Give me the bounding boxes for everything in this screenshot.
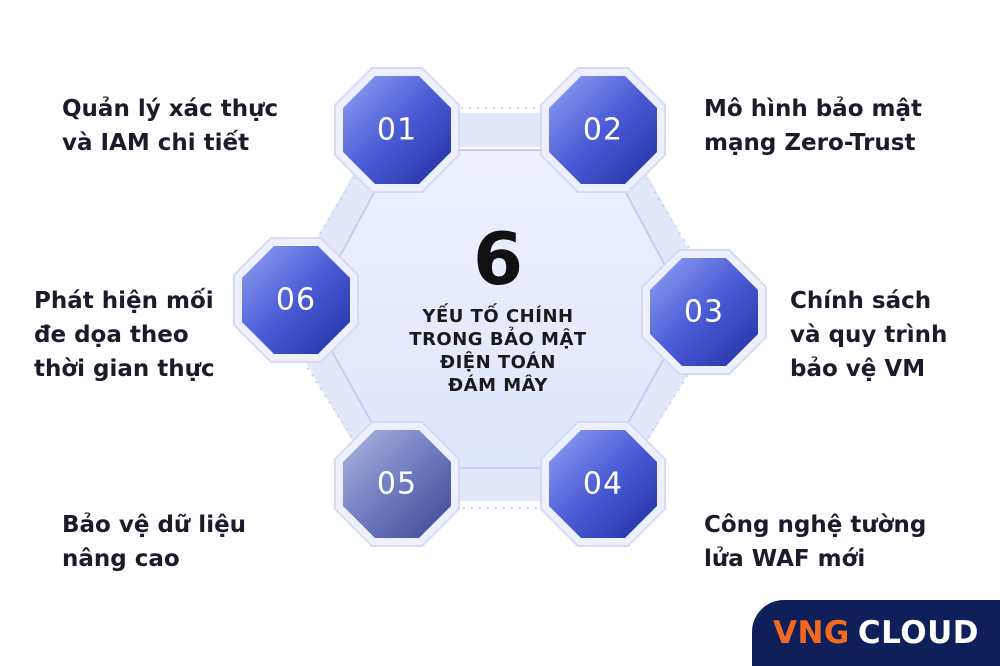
center-line-2: TRONG BẢO MẬT <box>409 327 587 350</box>
center-line-1: YẾU TỐ CHÍNH <box>421 303 573 327</box>
item-04-line-2: lửa WAF mới <box>704 546 866 572</box>
item-06-text: Phát hiện mối đe dọa theo thời gian thực <box>34 284 215 386</box>
item-06-line-3: thời gian thực <box>34 356 215 382</box>
center-line-4: ĐÁM MÂY <box>448 374 548 396</box>
node-04-number: 04 <box>583 467 623 502</box>
item-05-line-2: nâng cao <box>62 546 180 572</box>
item-03-line-2: và quy trình <box>790 322 948 348</box>
item-06-line-1: Phát hiện mối <box>34 288 214 314</box>
item-02-text: Mô hình bảo mật mạng Zero-Trust <box>704 92 922 160</box>
node-06-number: 06 <box>276 283 316 318</box>
item-05-line-1: Bảo vệ dữ liệu <box>62 512 247 538</box>
item-02-line-2: mạng Zero-Trust <box>704 130 916 156</box>
node-05: 05 <box>334 421 460 547</box>
item-04-text: Công nghệ tường lửa WAF mới <box>704 508 926 576</box>
vng-cloud-logo: VNG CLOUD <box>752 600 1000 666</box>
node-05-number: 05 <box>377 467 417 502</box>
item-03-text: Chính sách và quy trình bảo vệ VM <box>790 284 947 386</box>
item-01-text: Quản lý xác thực và IAM chi tiết <box>62 92 278 160</box>
item-01-line-2: và IAM chi tiết <box>62 130 250 156</box>
logo-part-1: VNG <box>772 615 850 651</box>
item-01-line-1: Quản lý xác thực <box>62 96 279 122</box>
item-02-line-1: Mô hình bảo mật <box>704 96 922 122</box>
node-03-number: 03 <box>684 295 724 330</box>
item-03-line-3: bảo vệ VM <box>790 356 926 382</box>
node-01: 01 <box>334 67 460 193</box>
node-01-number: 01 <box>377 113 417 148</box>
node-03: 03 <box>641 249 767 375</box>
item-06-line-2: đe dọa theo <box>34 322 189 348</box>
node-02-number: 02 <box>583 113 623 148</box>
center-line-3: ĐIỆN TOÁN <box>440 351 556 373</box>
node-04: 04 <box>540 421 666 547</box>
item-05-text: Bảo vệ dữ liệu nâng cao <box>62 508 246 576</box>
logo-part-2: CLOUD <box>857 615 980 651</box>
item-03-line-1: Chính sách <box>790 288 932 314</box>
node-06: 06 <box>233 237 359 363</box>
node-02: 02 <box>540 67 666 193</box>
item-04-line-1: Công nghệ tường <box>704 512 927 538</box>
center-number: 6 <box>473 217 523 301</box>
